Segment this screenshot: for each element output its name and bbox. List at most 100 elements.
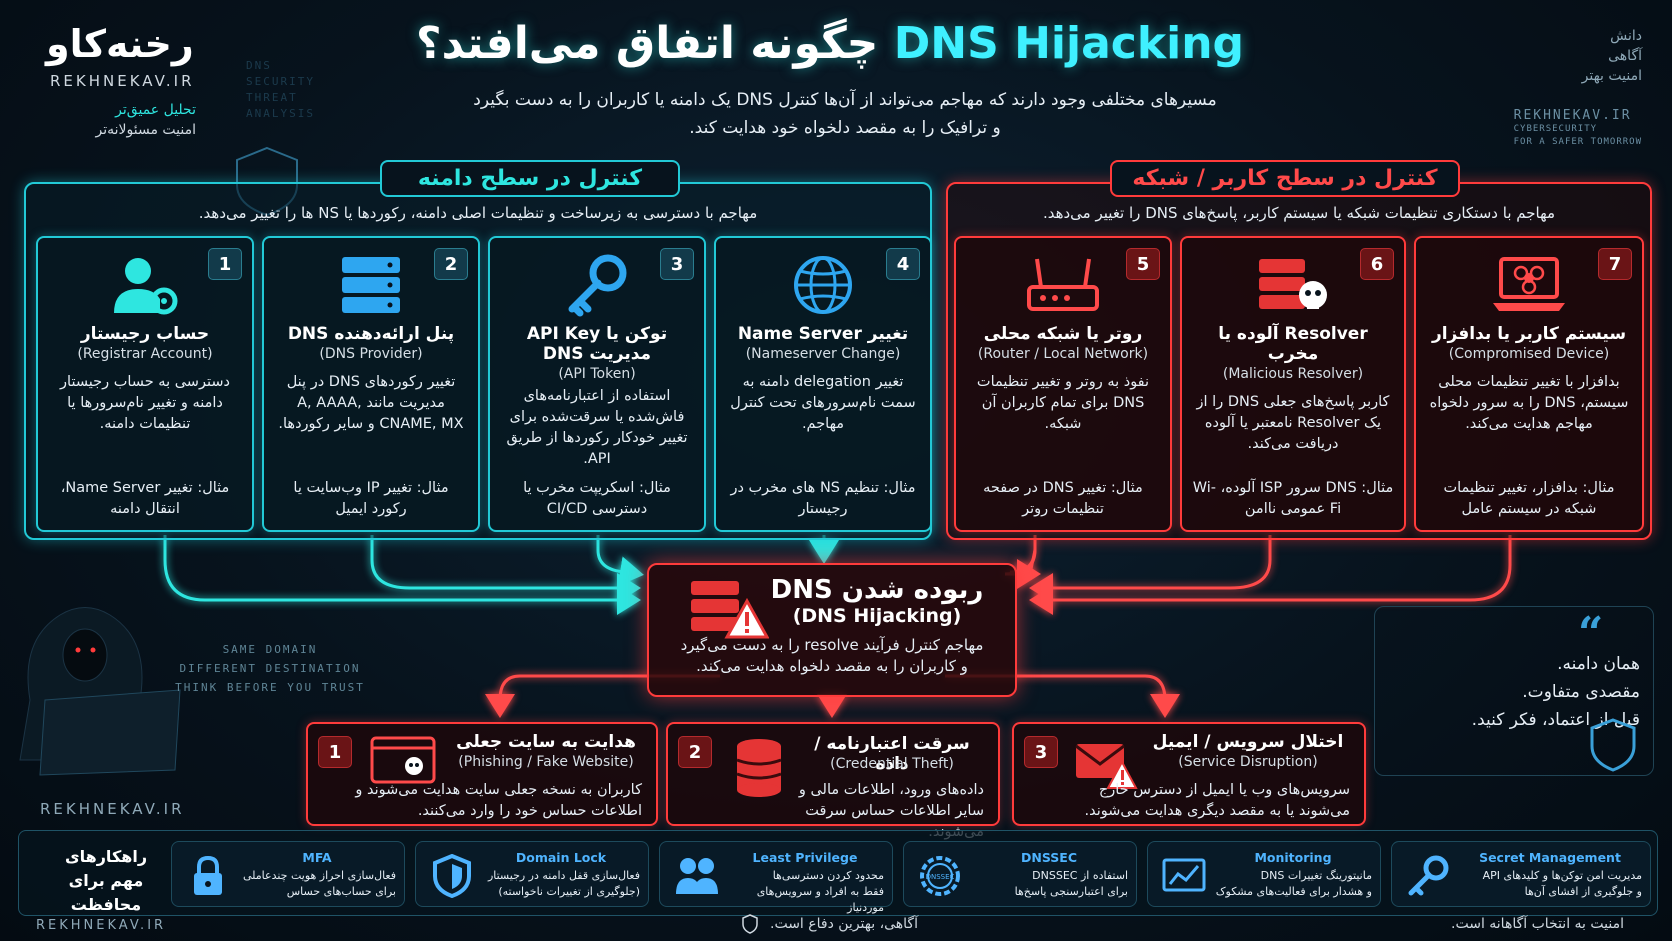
phishing-window-icon <box>370 736 440 790</box>
solution-secret-management: Secret Management مدیریت امن توکن‌ها و ک… <box>1391 841 1651 907</box>
impact-subtitle: (Phishing / Fake Website) <box>458 754 634 770</box>
solution-title: Least Privilege <box>752 850 858 865</box>
top-right-url: REKHNEKAV.IR <box>1513 108 1632 123</box>
card-body: کاربر پاسخ‌های جعلی DNS را از یک Resolve… <box>1196 394 1390 452</box>
card-title: تغییر Name Server <box>737 324 909 344</box>
users-icon <box>674 854 718 898</box>
impact-card-service-disruption: 3 اختلال سرویس / ایمیل (Service Disrupti… <box>1012 722 1366 826</box>
solution-title: MFA <box>302 850 332 865</box>
watermark-line: THREAT <box>246 91 298 104</box>
attack-card-router: 5 روتر یا شبکه محلی (Router / Local Netw… <box>954 236 1172 532</box>
solution-desc-line: برای اعتبارسنجی پاسخ‌ها <box>1014 885 1128 898</box>
mail-alert-icon <box>1074 738 1138 794</box>
footer-right-text: امنیت به انتخاب آگاهانه است. <box>1451 916 1624 932</box>
card-body: دسترسی به حساب رجیستار دامنه و تغییر نام… <box>60 374 230 432</box>
card-example: مثال: تغییر DNS در صفحه تنظیمات روتر <box>983 480 1143 517</box>
user-panel-title: کنترل در سطح کاربر / شبکه <box>1110 160 1460 197</box>
card-subtitle: (Malicious Resolver) <box>1222 366 1364 382</box>
attack-card-nameserver: 4 تغییر Name Server (Nameserver Change) … <box>714 236 932 532</box>
footer-slogan: آگاهی، بهترین دفاع است. <box>770 916 918 932</box>
impact-subtitle: (Service Disruption) <box>1178 754 1318 770</box>
card-number: 5 <box>1126 248 1160 280</box>
solutions-heading-line: راهکارهای <box>64 847 148 866</box>
quote-line: همان دامنه. <box>1557 654 1640 674</box>
impact-body: کاربران به نسخه جعلی سایت هدایت می‌شوند … <box>355 782 642 819</box>
card-subtitle: (DNS Provider) <box>319 346 423 362</box>
center-title-text: ربوده شدن DNS <box>770 575 984 605</box>
center-body-line: و کاربران را به مقصد دلخواه هدایت می‌کند… <box>696 657 968 675</box>
dnssec-gear-icon: DNSSEC <box>918 854 962 898</box>
footer-url: REKHNEKAV.IR <box>36 918 167 933</box>
lock-icon <box>186 854 230 898</box>
overlay-line: THINK BEFORE YOU TRUST <box>175 681 365 694</box>
dns-hijacking-center: ربوده شدن DNS (DNS Hijacking) مهاجم کنتر… <box>647 563 1017 697</box>
card-title: حساب رجیستار <box>80 324 210 344</box>
card-body: تغییر delegation دامنه به سمت نام‌سرورها… <box>730 374 916 432</box>
brand-logo: رخنه‌کاو <box>46 22 194 66</box>
solution-title: Secret Management <box>1479 850 1621 865</box>
shield-icon <box>1590 718 1636 776</box>
solution-desc-line: (جلوگیری از تغییرات ناخواسته) <box>498 885 640 898</box>
domain-panel-desc: مهاجم با دسترسی به زیرساخت و تنظیمات اصل… <box>198 204 758 222</box>
card-example: مثال: اسکریپت مخرب یا دسترسی CI/CD <box>523 480 671 517</box>
quote-line: مقصدی متفاوت. <box>1522 682 1640 702</box>
footer-shield-icon <box>742 914 758 938</box>
background-watermark-text: DNS SECURITY THREAT ANALYSIS <box>246 58 315 122</box>
subtitle-line: و ترافیک را به مقصد دلخواه خود هدایت کند… <box>689 118 1001 138</box>
card-example: مثال: تغییر IP وب‌سایت یا رکورد ایمیل <box>293 480 449 517</box>
card-example: مثال: DNS سرور ISP آلوده، Wi-Fi عمومی نا… <box>1192 480 1394 517</box>
user-panel-desc: مهاجم با دستکاری تنظیمات شبکه یا سیستم ک… <box>1042 204 1556 222</box>
center-title: ربوده شدن DNS <box>649 575 1015 605</box>
solution-title: Domain Lock <box>515 850 607 865</box>
solution-desc-line: و جلوگیری از افشای آن‌ها <box>1524 885 1642 898</box>
tagline-line: دانش <box>1610 28 1642 44</box>
card-example: مثال: تغییر Name Server، انتقال دامنه <box>60 480 230 517</box>
card-number: 7 <box>1598 248 1632 280</box>
router-icon <box>966 250 1160 320</box>
shield-icon <box>430 854 474 898</box>
impact-card-credential-theft: 2 سرقت اعتبارنامه / داده (Credential The… <box>666 722 1000 840</box>
svg-text:DNSSEC: DNSSEC <box>926 873 955 881</box>
quote-box <box>1374 606 1654 776</box>
hacker-overlay-text: SAME DOMAIN DIFFERENT DESTINATION THINK … <box>170 640 370 697</box>
overlay-line: DIFFERENT DESTINATION <box>179 662 361 675</box>
solution-desc-line: مانیتورینگ تغییرات DNS <box>1260 869 1372 882</box>
impact-card-phishing: 1 هدایت به سایت جعلی (Phishing / Fake We… <box>306 722 658 826</box>
impact-title: سرقت اعتبارنامه / داده <box>814 734 970 774</box>
watermark-line: SECURITY <box>246 75 315 88</box>
malicious-server-icon <box>1192 250 1394 320</box>
solution-desc-line: فقط به افراد و سرویس‌های موردنیاز <box>756 885 884 914</box>
solution-desc-line: برای حساب‌های حساس <box>286 885 396 898</box>
impact-number: 3 <box>1024 736 1058 768</box>
watermark-line: DNS <box>246 59 272 72</box>
card-body: بدافزار با تغییر تنظیمات محلی سیستم، DNS… <box>1429 374 1629 432</box>
title-prefix: DNS Hijacking <box>893 18 1245 69</box>
card-example: مثال: تنظیم NS های مخرب در رجیستار <box>730 480 916 517</box>
top-right-sub: CYBERSECURITY <box>1513 124 1598 134</box>
protection-solutions-bar: راهکارهای مهم برای محافظت MFA فعال‌سازی … <box>18 830 1658 916</box>
card-subtitle: (Router / Local Network) <box>977 346 1149 362</box>
card-number: 6 <box>1360 248 1394 280</box>
globe-icon <box>726 250 920 320</box>
server-stack-icon <box>274 250 468 320</box>
attack-card-compromised-device: 7 سیستم کاربر یا بدافزار (Compromised De… <box>1414 236 1644 532</box>
user-gear-icon <box>48 250 242 320</box>
tagline-line: آگاهی <box>1608 48 1642 64</box>
attack-card-registrar: 1 حساب رجیستار (Registrar Account) دسترس… <box>36 236 254 532</box>
brand-tagline-line: تحلیل عمیق‌تر <box>115 102 196 118</box>
key-icon <box>1406 854 1450 898</box>
card-number: 2 <box>434 248 468 280</box>
card-body: نفوذ به روتر و تغییر تنظیمات DNS برای تم… <box>976 374 1150 432</box>
solution-title: Monitoring <box>1254 850 1332 865</box>
solution-desc-line: محدود کردن دسترسی‌ها <box>772 869 884 882</box>
solution-desc-line: فعال‌سازی قفل دامنه در رجیستار <box>487 869 640 882</box>
page-subtitle: مسیرهای مختلفی وجود دارند که مهاجم می‌تو… <box>380 86 1310 142</box>
card-subtitle: (API Token) <box>558 366 636 382</box>
impact-number: 2 <box>678 736 712 768</box>
